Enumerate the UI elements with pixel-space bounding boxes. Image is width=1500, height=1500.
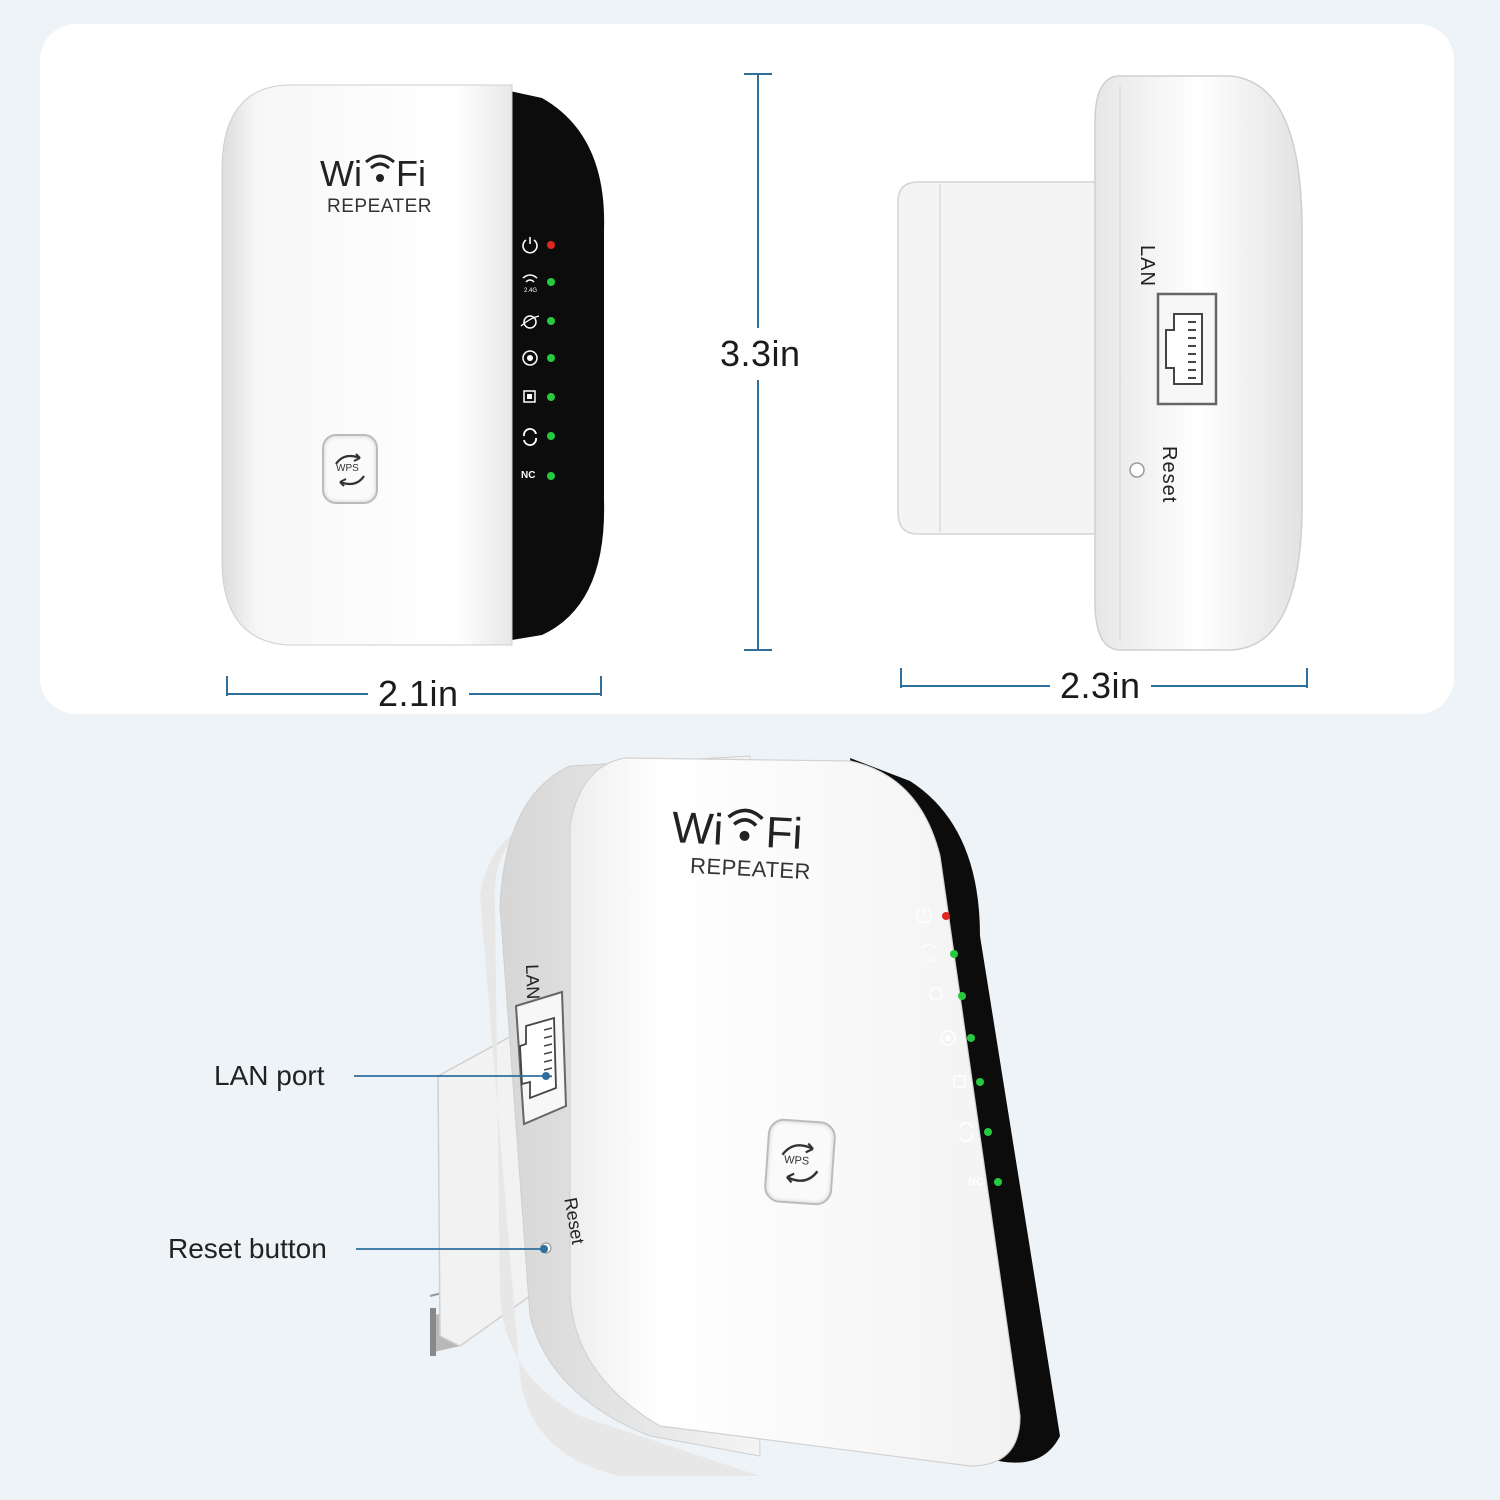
reset-button-callout-line — [356, 1241, 556, 1257]
side-lan-label: LAN — [1136, 245, 1158, 287]
svg-text:2.4G: 2.4G — [524, 288, 537, 294]
lan-port-callout-label: LAN port — [214, 1060, 325, 1091]
svg-text:2.4G: 2.4G — [924, 958, 937, 964]
perspective-lan-label: LAN — [522, 964, 544, 1000]
perspective-view-device — [420, 736, 1070, 1476]
front-repeater-label: REPEATER — [327, 196, 433, 217]
svg-text:Fi: Fi — [764, 808, 803, 858]
perspective-led-column: 2.4G NC — [910, 898, 1020, 1198]
perspective-wifi-logo: Wi Fi — [671, 796, 824, 858]
front-view-device — [212, 80, 622, 650]
front-wps-label: WPS — [336, 463, 359, 474]
svg-text:Wi: Wi — [320, 153, 362, 192]
side-reset-label: Reset — [1158, 446, 1180, 504]
perspective-wps-label: WPS — [783, 1153, 810, 1168]
height-label: 3.3in — [712, 328, 809, 380]
lan-port-callout-line — [354, 1068, 554, 1084]
side-view-device — [890, 72, 1310, 654]
perspective-nc-label: NC — [968, 1176, 984, 1188]
side-reset-hole[interactable] — [1129, 462, 1145, 478]
svg-text:Fi: Fi — [396, 153, 426, 192]
front-led-column: 2.4G NC — [516, 236, 566, 486]
svg-text:Wi: Wi — [671, 803, 725, 855]
front-width-label: 2.1in — [368, 674, 469, 714]
front-wps-button[interactable]: WPS — [322, 434, 378, 504]
front-wifi-logo: Wi Fi — [320, 148, 440, 192]
side-depth-label: 2.3in — [1050, 666, 1151, 706]
front-nc-label: NC — [521, 470, 536, 481]
perspective-wps-button[interactable]: WPS — [763, 1117, 837, 1207]
reset-button-callout-label: Reset button — [168, 1233, 327, 1264]
